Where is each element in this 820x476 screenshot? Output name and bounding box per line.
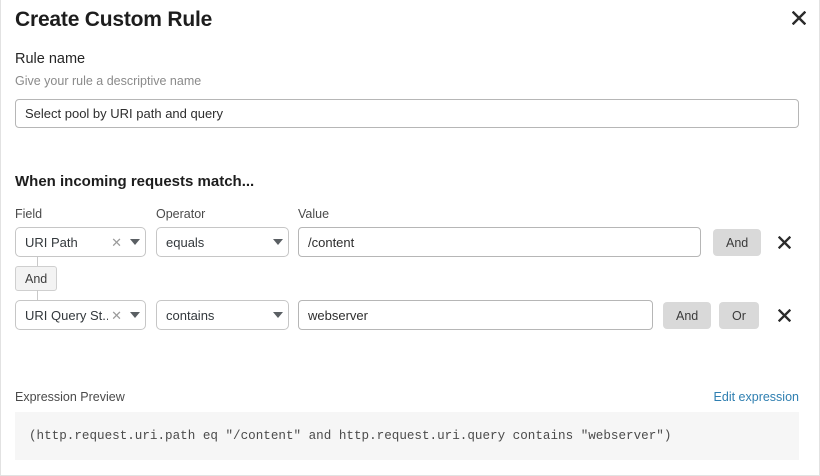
and-button[interactable]: And: [713, 229, 762, 256]
rule-name-label: Rule name: [15, 51, 86, 67]
expression-preview-box: (http.request.uri.path eq "/content" and…: [15, 412, 799, 460]
column-header-value: Value: [298, 207, 330, 221]
condition-connector: And: [15, 257, 135, 301]
operator-select[interactable]: contains: [156, 300, 289, 330]
condition-row: URI Query St... ✕ contains And Or: [1, 300, 819, 332]
and-button[interactable]: And: [663, 302, 712, 329]
expression-preview-text: (http.request.uri.path eq "/content" and…: [29, 429, 672, 443]
chevron-down-icon[interactable]: [268, 312, 288, 318]
chevron-down-icon[interactable]: [125, 239, 145, 245]
remove-condition-button[interactable]: [772, 228, 796, 256]
chevron-down-icon[interactable]: [125, 312, 145, 318]
field-select[interactable]: URI Query St... ✕: [15, 300, 146, 330]
chevron-down-icon[interactable]: [268, 239, 288, 245]
clear-icon[interactable]: ✕: [111, 234, 122, 250]
close-icon[interactable]: [788, 7, 810, 29]
rule-name-input[interactable]: [15, 99, 799, 128]
dialog-title: Create Custom Rule: [15, 8, 213, 31]
connector-line-bottom: [37, 290, 38, 300]
connector-line-top: [37, 257, 38, 267]
or-button[interactable]: Or: [719, 302, 759, 329]
field-select-value: URI Path: [25, 234, 78, 250]
connector-and-badge[interactable]: And: [15, 266, 58, 291]
field-select[interactable]: URI Path ✕: [15, 227, 146, 257]
match-section-heading: When incoming requests match...: [15, 173, 255, 190]
expression-preview-label: Expression Preview: [15, 390, 125, 404]
clear-icon[interactable]: ✕: [111, 307, 122, 323]
operator-select-value: equals: [166, 234, 205, 250]
column-header-operator: Operator: [156, 207, 206, 221]
field-select-value: URI Query St...: [25, 307, 109, 323]
condition-row: URI Path ✕ equals And: [1, 227, 819, 259]
remove-condition-button[interactable]: [772, 301, 796, 329]
value-input[interactable]: [298, 300, 653, 330]
edit-expression-link[interactable]: Edit expression: [713, 390, 799, 404]
rule-name-help-text: Give your rule a descriptive name: [15, 74, 202, 88]
operator-select-value: contains: [166, 307, 215, 323]
operator-select[interactable]: equals: [156, 227, 289, 257]
column-header-field: Field: [15, 207, 43, 221]
value-input[interactable]: [298, 227, 701, 257]
